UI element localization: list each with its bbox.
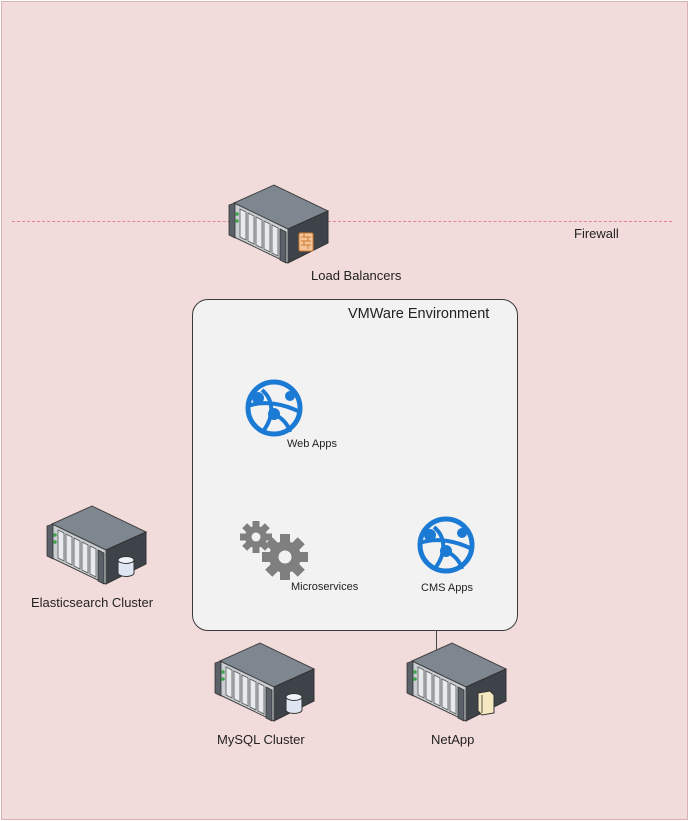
firewall-boundary-line bbox=[12, 221, 672, 222]
netapp-storage-server-icon[interactable] bbox=[404, 641, 516, 731]
load-balancer-server-icon[interactable] bbox=[226, 183, 338, 273]
elasticsearch-cluster-label: Elasticsearch Cluster bbox=[31, 595, 154, 610]
netapp-label: NetApp bbox=[431, 732, 475, 747]
cms-apps-label: CMS Apps bbox=[421, 582, 473, 594]
load-balancers-label: Load Balancers bbox=[311, 268, 402, 283]
mysql-server-icon[interactable] bbox=[212, 641, 324, 731]
gears-icon[interactable] bbox=[238, 519, 310, 583]
firewall-label: Firewall bbox=[574, 226, 619, 241]
microservices-label: Microservices bbox=[291, 581, 359, 593]
web-app-globe-icon[interactable] bbox=[244, 378, 304, 438]
web-apps-label: Web Apps bbox=[287, 438, 337, 450]
vmware-environment-container bbox=[192, 299, 518, 631]
cms-app-globe-icon[interactable] bbox=[416, 515, 476, 575]
mysql-cluster-label: MySQL Cluster bbox=[217, 732, 305, 747]
vmware-environment-title: VMWare Environment bbox=[348, 306, 490, 322]
elasticsearch-server-icon[interactable] bbox=[44, 504, 156, 594]
vmware-netapp-connector bbox=[436, 630, 437, 660]
